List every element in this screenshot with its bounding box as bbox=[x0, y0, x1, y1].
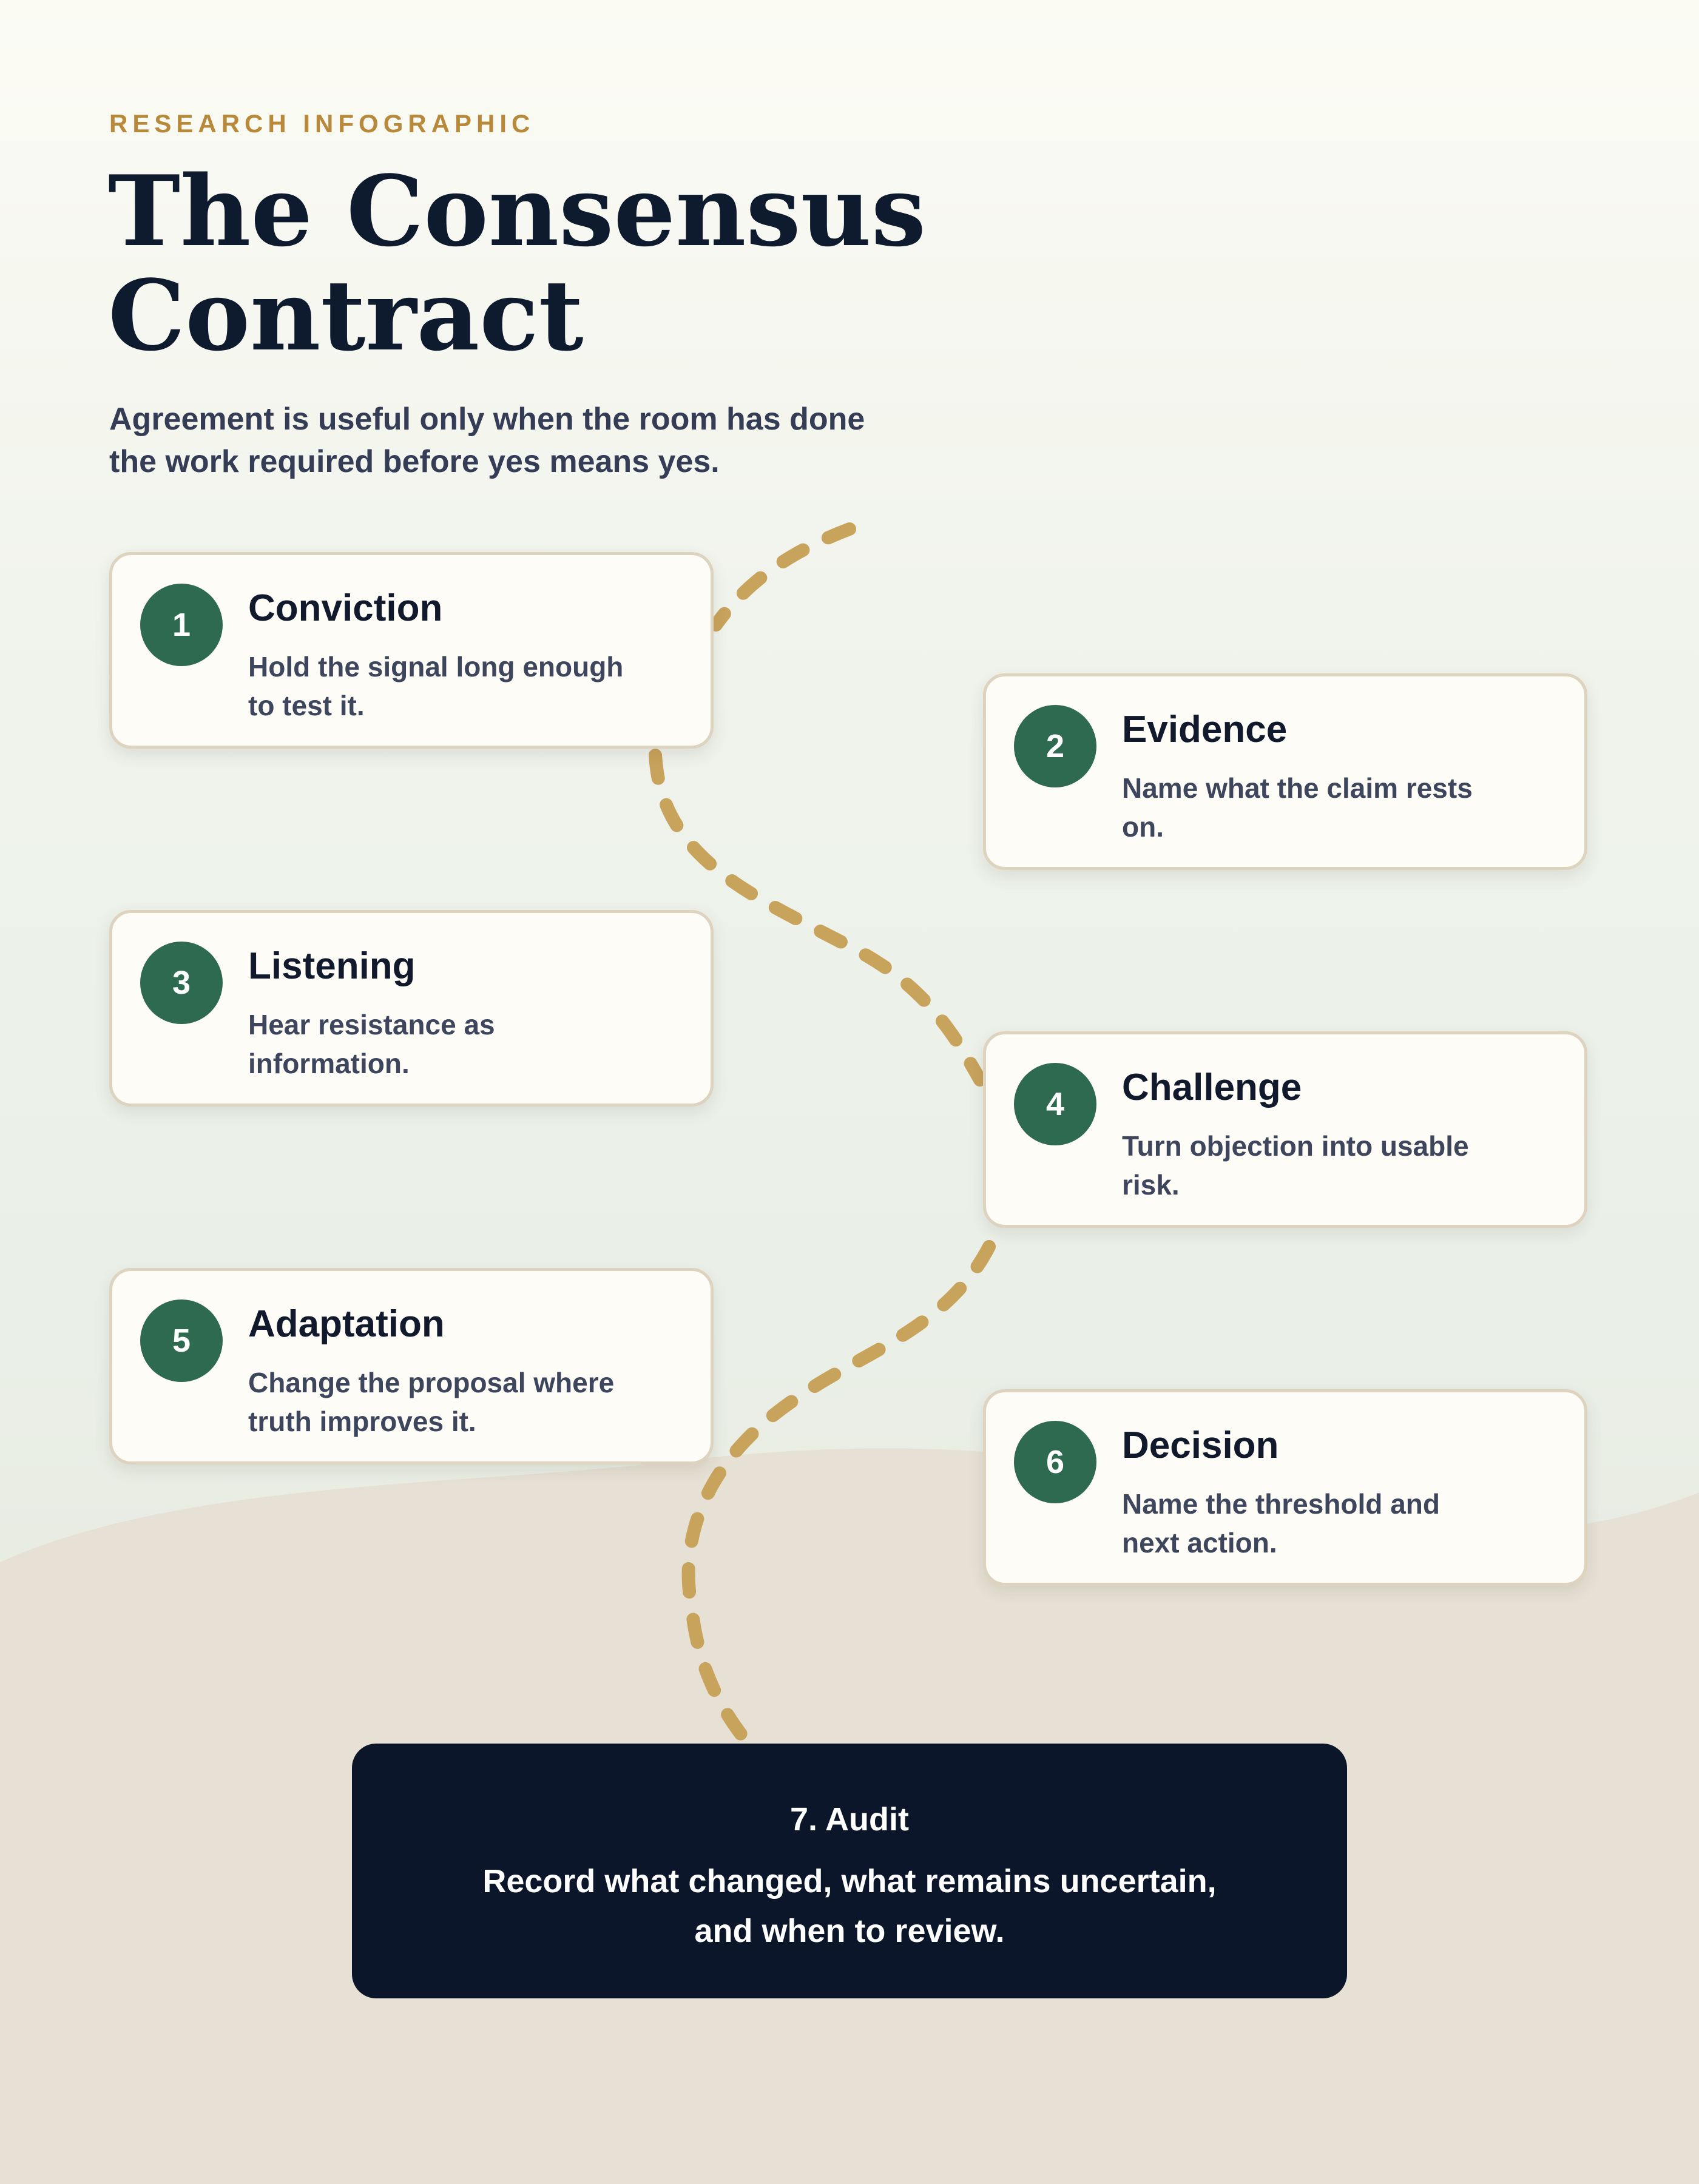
step-title: Adaptation bbox=[248, 1303, 445, 1345]
eyebrow-label: RESEARCH INFOGRAPHIC bbox=[109, 109, 535, 138]
step-title: Conviction bbox=[248, 587, 443, 629]
step-number-badge: 3 bbox=[140, 942, 223, 1024]
step-description: Name the threshold and next action. bbox=[1122, 1488, 1440, 1559]
page-title: The Consensus Contract bbox=[108, 154, 926, 372]
step-card-listening: 3 Listening Hear resistance as informati… bbox=[109, 910, 714, 1107]
step-title: Listening bbox=[248, 945, 416, 987]
step-card-conviction: 1 Conviction Hold the signal long enough… bbox=[109, 552, 714, 749]
page-subtitle: Agreement is useful only when the room h… bbox=[109, 402, 865, 479]
step-description: Hear resistance as information. bbox=[248, 1009, 495, 1079]
step-description: Change the proposal where truth improves… bbox=[248, 1367, 615, 1437]
step-number-badge: 4 bbox=[1014, 1063, 1096, 1145]
step-card-challenge: 4 Challenge Turn objection into usable r… bbox=[983, 1031, 1587, 1228]
step-number-badge: 2 bbox=[1014, 705, 1096, 787]
step-number-badge: 6 bbox=[1014, 1421, 1096, 1503]
step-number-badge: 1 bbox=[140, 584, 223, 666]
step-title: Challenge bbox=[1122, 1067, 1302, 1108]
step-number-badge: 5 bbox=[140, 1299, 223, 1382]
step-description: Turn objection into usable risk. bbox=[1122, 1130, 1469, 1201]
final-step-title: 7. Audit bbox=[790, 1801, 909, 1838]
step-description: Name what the claim rests on. bbox=[1122, 772, 1473, 843]
step-description: Hold the signal long enough to test it. bbox=[248, 651, 624, 721]
final-step-description: Record what changed, what remains uncert… bbox=[482, 1863, 1217, 1949]
step-card-adaptation: 5 Adaptation Change the proposal where t… bbox=[109, 1268, 714, 1464]
final-step-card-audit: 7. Audit Record what changed, what remai… bbox=[352, 1744, 1347, 1998]
step-title: Evidence bbox=[1122, 709, 1288, 750]
step-card-evidence: 2 Evidence Name what the claim rests on. bbox=[983, 673, 1587, 870]
step-card-decision: 6 Decision Name the threshold and next a… bbox=[983, 1389, 1587, 1586]
step-title: Decision bbox=[1122, 1424, 1279, 1466]
